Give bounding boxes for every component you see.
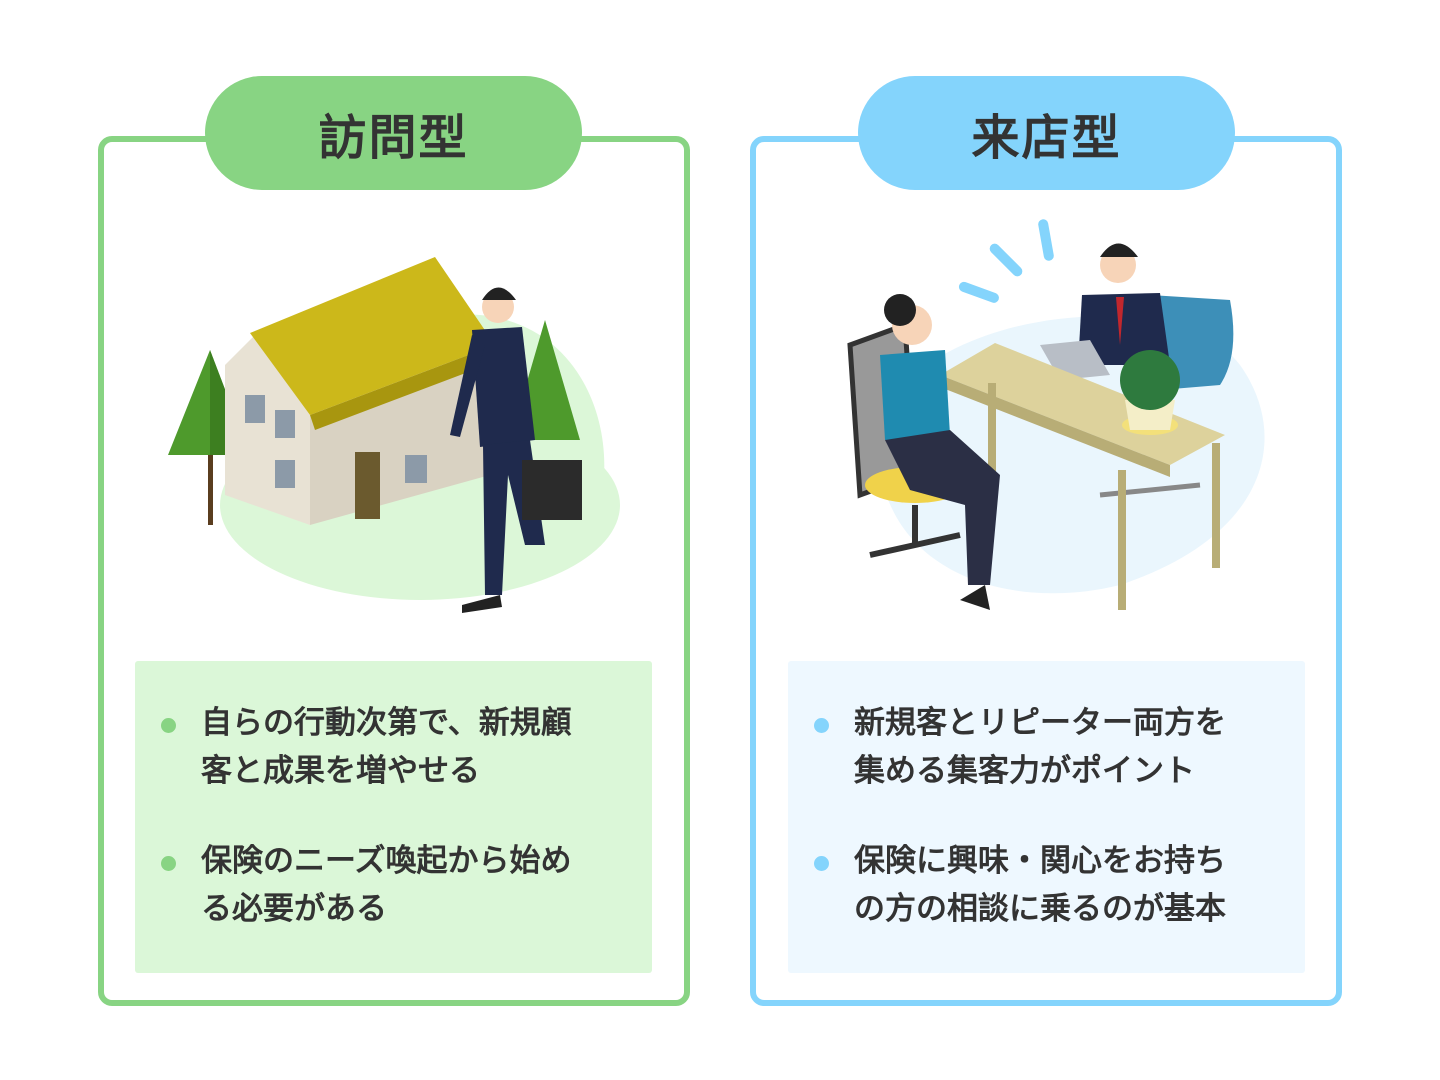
bullet-text: 自らの行動次第で、新規顧	[201, 705, 572, 741]
bullet-dot-icon	[814, 856, 829, 871]
house-salesman-illustration	[168, 257, 620, 613]
visit-type-title: 訪問型	[205, 76, 582, 190]
consultant-icon	[1078, 243, 1170, 365]
bullet-text: の方の相談に乗るのが基本	[854, 891, 1226, 927]
bullet-dot-icon	[161, 718, 176, 733]
bullet-dot-icon	[161, 856, 176, 871]
bullet-item: 自らの行動次第で、新規顧 客と成果を増やせる	[161, 699, 631, 795]
bullet-text: 新規客とリピーター両方を	[854, 705, 1226, 741]
bullet-item: 保険のニーズ喚起から始め る必要がある	[161, 837, 631, 933]
attention-lines-icon	[958, 219, 1054, 303]
house-icon	[225, 257, 500, 525]
bullet-item: 新規客とリピーター両方を 集める集客力がポイント	[814, 699, 1284, 795]
bullet-text: 保険のニーズ喚起から始め	[201, 843, 572, 879]
bullet-text: 保険に興味・関心をお持ち	[854, 843, 1226, 879]
plant-icon	[1120, 350, 1180, 435]
bullet-dot-icon	[814, 718, 829, 733]
bullet-item: 保険に興味・関心をお持ち の方の相談に乗るのが基本	[814, 837, 1284, 933]
bullet-text: る必要がある	[201, 891, 387, 927]
customer-icon	[880, 294, 1000, 610]
store-type-title: 来店型	[858, 76, 1235, 190]
bullet-text: 客と成果を増やせる	[201, 753, 480, 789]
visit-type-points: 自らの行動次第で、新規顧 客と成果を増やせる 保険のニーズ喚起から始め る必要が…	[135, 661, 652, 973]
store-type-points: 新規客とリピーター両方を 集める集客力がポイント 保険に興味・関心をお持ち の方…	[788, 661, 1305, 973]
bullet-text: 集める集客力がポイント	[854, 753, 1195, 789]
store-consultation-illustration	[847, 219, 1265, 610]
salesman-icon	[450, 287, 582, 613]
